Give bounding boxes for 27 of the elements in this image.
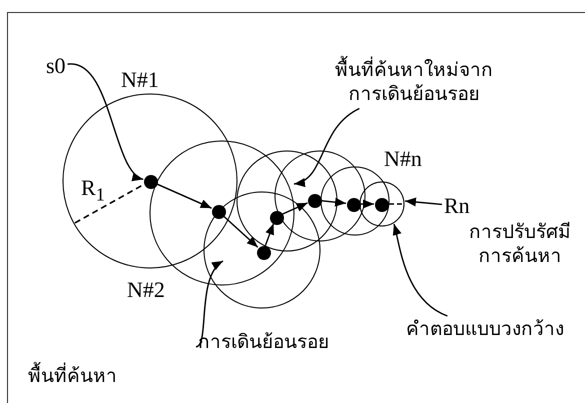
arrow xyxy=(360,200,374,208)
arrow xyxy=(282,202,308,215)
leader-line xyxy=(196,260,224,348)
annotation-text: การเดินย้อนรอย xyxy=(198,331,329,355)
leader-line xyxy=(68,63,144,180)
leader-line xyxy=(392,224,448,317)
point-dot xyxy=(270,211,284,225)
arrow xyxy=(320,198,346,207)
point-dot xyxy=(347,198,361,212)
point-dot xyxy=(308,194,322,208)
radius-label: Rn xyxy=(444,192,470,220)
search-area-frame xyxy=(7,12,585,403)
annotation-text: การปรับรัศมี การค้นหา xyxy=(468,221,572,268)
start-label: s0 xyxy=(46,52,66,80)
radius-label: R$_{1}$ xyxy=(81,174,105,206)
point-dot xyxy=(257,246,271,260)
point-dot xyxy=(144,175,158,189)
leader-line xyxy=(294,108,360,186)
point-dot xyxy=(375,198,389,212)
annotation-text: คำตอบแบบวงกว้าง xyxy=(406,318,564,342)
circle-label: N#2 xyxy=(127,276,165,304)
circle-label: N#n xyxy=(384,145,422,172)
leader-line xyxy=(404,198,442,206)
arrow xyxy=(156,183,212,209)
arrow xyxy=(222,215,258,248)
arrow xyxy=(264,223,274,246)
circle-label: N#1 xyxy=(121,66,159,94)
